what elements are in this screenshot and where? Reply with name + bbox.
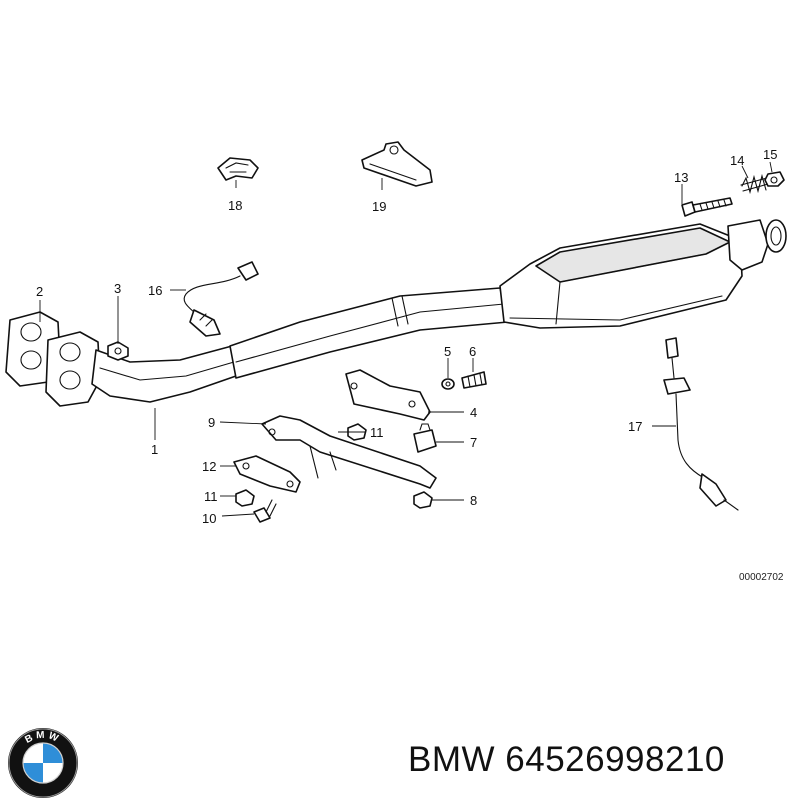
part-11-nut-lower (235, 489, 255, 507)
callout-14: 14 (730, 153, 744, 168)
callout-11-lower: 11 (204, 489, 218, 504)
part-15-nut (764, 171, 785, 187)
part-6-bolt (461, 371, 487, 389)
callouts: 1 2 3 4 5 6 7 8 9 10 11 11 12 13 14 15 1… (36, 147, 784, 583)
callout-7: 7 (470, 435, 477, 450)
callout-19: 19 (372, 199, 386, 214)
callout-10: 10 (202, 511, 216, 526)
drawing-number: 00002702 (739, 572, 784, 583)
callout-15: 15 (763, 147, 777, 162)
callout-3: 3 (114, 281, 121, 296)
part-3-nut (107, 341, 129, 361)
callout-9: 9 (208, 415, 215, 430)
callout-5: 5 (444, 344, 451, 359)
part-4-bracket (345, 369, 431, 421)
part-17-temperature-sensor (663, 337, 739, 511)
part-14-spring (740, 173, 769, 195)
callout-8: 8 (470, 493, 477, 508)
callout-18: 18 (228, 198, 242, 213)
part-19-bracket (361, 141, 433, 187)
part-9-bracket (261, 415, 437, 489)
callout-13: 13 (674, 170, 688, 185)
part-10-bolt (253, 499, 277, 523)
part-5-washer (441, 378, 455, 390)
leader-lines (39, 161, 773, 517)
part-12-bracket (233, 455, 301, 493)
callout-4: 4 (470, 405, 477, 420)
part-2-flange (5, 311, 101, 407)
callout-11-upper: 11 (370, 425, 384, 440)
callout-1: 1 (151, 442, 158, 457)
callout-6: 6 (469, 344, 476, 359)
part-1-exhaust-pipe (5, 219, 787, 407)
callout-12: 12 (202, 459, 216, 474)
callout-17: 17 (628, 419, 642, 434)
callout-2: 2 (36, 284, 43, 299)
part-16-oxygen-sensor (183, 261, 259, 337)
svg-text:BMW: BMW (23, 730, 62, 746)
part-18-clip (217, 157, 259, 181)
part-caption: BMW 64526998210 (408, 740, 725, 779)
callout-16: 16 (148, 283, 162, 298)
part-7-rubber-mount (413, 423, 437, 453)
part-13-bolt (681, 197, 733, 217)
part-8-nut (413, 491, 433, 509)
bmw-roundel-icon: BMW (8, 728, 78, 798)
